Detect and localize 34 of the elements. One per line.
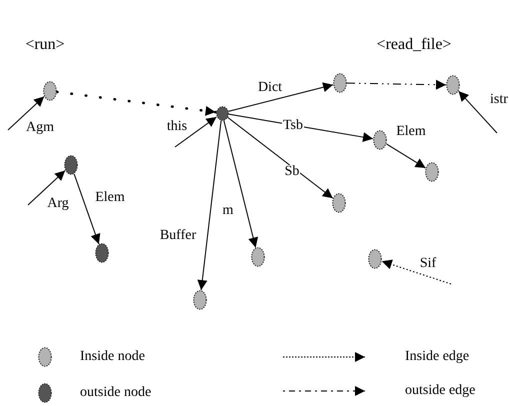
arrow [223, 120, 258, 248]
legend-text: Inside edge [405, 350, 470, 364]
arrow [346, 80, 446, 90]
arrow [458, 90, 498, 134]
graph-node [446, 75, 460, 95]
graph-node [368, 249, 382, 269]
arrow [228, 82, 334, 112]
arrow [197, 120, 222, 291]
legend-text: Inside node [80, 350, 145, 364]
legend-text: outside node [80, 386, 152, 400]
graph-node [43, 81, 57, 101]
arrow [386, 143, 426, 169]
legend-text: outside edge [405, 384, 476, 398]
graph-node [425, 162, 439, 182]
section-heading: <run> [25, 37, 65, 53]
graph-node [332, 193, 346, 213]
edge-label: Agm [25, 121, 55, 135]
arrow [8, 96, 45, 130]
arrow [228, 114, 374, 142]
arrow [28, 170, 66, 206]
arrow [381, 260, 452, 284]
graph-node [373, 130, 387, 150]
section-heading: <read_file> [376, 37, 452, 53]
graph-node [251, 247, 265, 267]
graph-node [333, 73, 347, 93]
graph-node [193, 290, 207, 310]
arrow [56, 90, 217, 116]
arrow [226, 116, 334, 199]
arrow [174, 116, 217, 148]
arrow [74, 173, 100, 245]
edge-label: Arg [46, 197, 70, 211]
graph-node [64, 155, 78, 175]
graph-node [216, 106, 228, 120]
graph-node [95, 243, 109, 263]
